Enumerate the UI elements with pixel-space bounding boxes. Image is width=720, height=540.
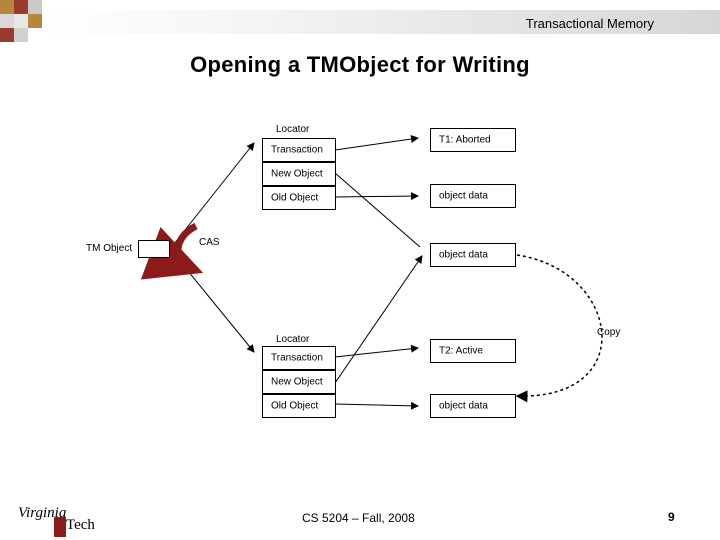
locator-top-title: Locator [276, 124, 310, 135]
transaction-to-t2-arrow [334, 344, 419, 358]
t1-status-label: T1: Aborted [439, 134, 491, 146]
locator-top-old-object-field: Old Object [262, 186, 336, 210]
locator-bottom-title: Locator [276, 334, 310, 345]
t2-status-box: T2: Active [430, 339, 516, 363]
header-title: Transactional Memory [525, 16, 654, 31]
object-data-1-box: object data [430, 184, 516, 208]
locator-bottom-old-object-label: Old Object [271, 400, 319, 412]
slide-title: Opening a TMObject for Writing [190, 52, 530, 77]
object-data-2-box: object data [430, 243, 516, 267]
page-number: 9 [668, 510, 675, 524]
cas-label: CAS [199, 237, 220, 248]
new-object-bottom-to-data-arrow [334, 255, 423, 384]
tm-object-label: TM Object [86, 243, 133, 254]
object-data-1-label: object data [439, 190, 488, 202]
object-data-3-box: object data [430, 394, 516, 418]
t1-status-box: T1: Aborted [430, 128, 516, 152]
locator-bottom-transaction-label: Transaction [271, 352, 323, 364]
locator-top-new-object-label: New Object [271, 168, 323, 180]
locator-top-old-object-label: Old Object [271, 192, 319, 204]
locator-top-transaction-field: Transaction [262, 138, 336, 162]
locator-bottom-transaction-field: Transaction [262, 346, 336, 370]
old-object-to-data-arrow [334, 192, 419, 201]
virginia-tech-logo: Virginia Tech [16, 505, 96, 537]
vt-logo-mark [54, 517, 66, 537]
locator-top-transaction-label: Transaction [271, 144, 323, 156]
tm-object-box [138, 240, 170, 258]
locator-bottom-new-object-field: New Object [262, 370, 336, 394]
locator-bottom-old-object-field: Old Object [262, 394, 336, 418]
locator-bottom-new-object-label: New Object [271, 376, 323, 388]
footer-course: CS 5204 – Fall, 2008 [302, 511, 415, 525]
copy-label: Copy [597, 327, 621, 338]
object-data-2-label: object data [439, 249, 488, 261]
header-bar [44, 10, 720, 34]
copy-dashed-arrow [515, 254, 603, 403]
transaction-to-t1-arrow [334, 135, 419, 151]
old-object-to-data3-arrow [334, 401, 419, 410]
new-object-to-data-arrow [334, 172, 421, 248]
t2-status-label: T2: Active [439, 345, 483, 357]
cas-arrow [140, 222, 204, 280]
locator-top-new-object-field: New Object [262, 162, 336, 186]
object-data-3-label: object data [439, 400, 488, 412]
